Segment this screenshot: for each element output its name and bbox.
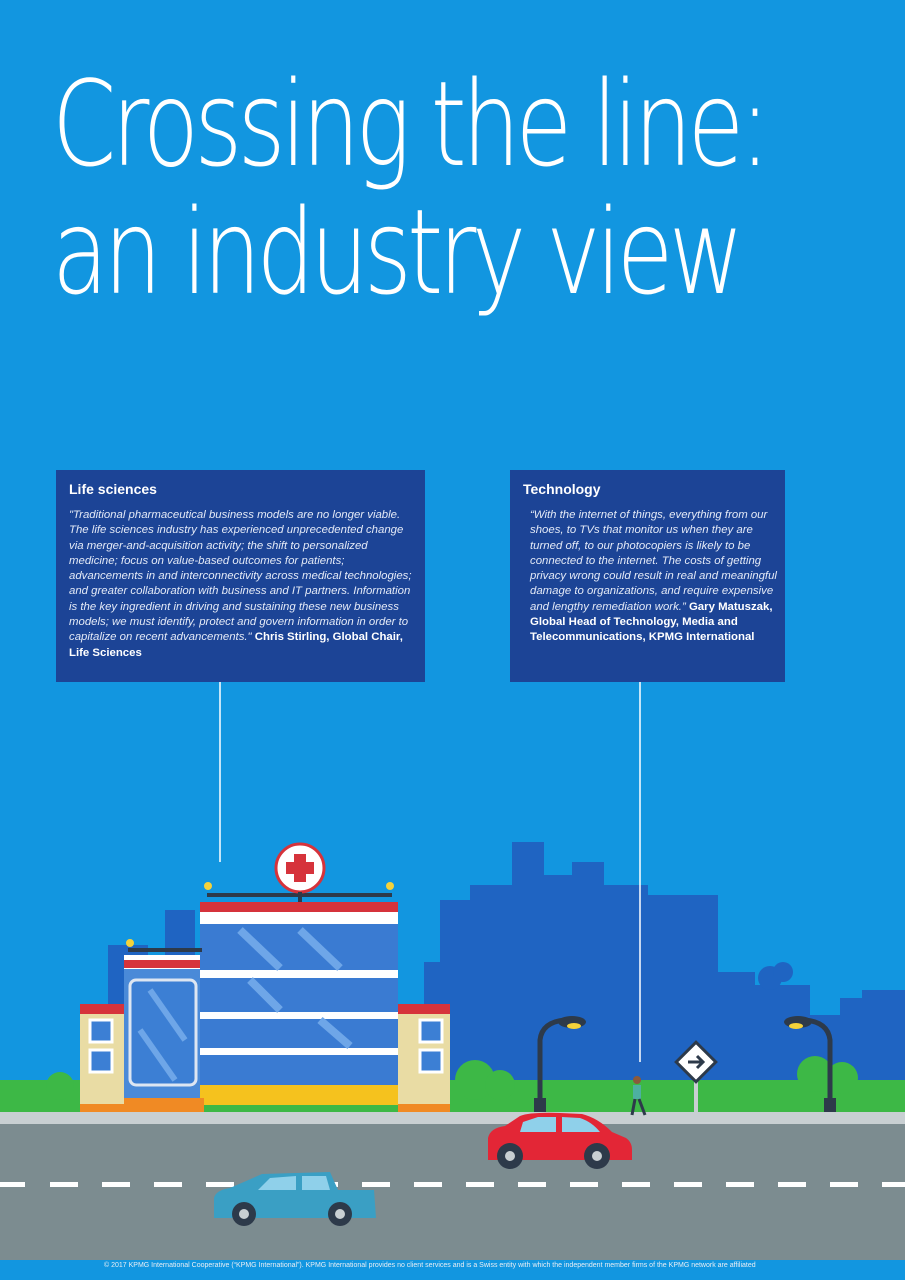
title-line-1: Crossing the line: (52, 55, 771, 193)
life-sciences-heading: Life sciences (69, 481, 157, 497)
title-line-2: an industry view (52, 183, 744, 321)
technology-attribution: Gary Matuszak, Global Head of Technology… (530, 600, 773, 644)
footer-copyright: © 2017 KPMG International Cooperative (“… (104, 1262, 756, 1269)
technology-box: Technology “With the internet of things,… (510, 470, 785, 682)
street-lamp-right (784, 1016, 836, 1112)
life-sciences-quote-text: "Traditional pharmaceutical business mod… (69, 509, 412, 644)
street-lamp-left (534, 1016, 586, 1112)
life-sciences-box: Life sciences "Traditional pharmaceutica… (56, 470, 425, 682)
technology-heading: Technology (523, 481, 601, 497)
technology-quote: “With the internet of things, everything… (530, 508, 782, 646)
life-sciences-quote: "Traditional pharmaceutical business mod… (69, 508, 414, 661)
life-sciences-attribution: Chris Stirling, Global Chair, Life Scien… (69, 631, 403, 659)
blue-pickup-truck (214, 1172, 376, 1226)
direction-sign-icon (674, 1040, 718, 1112)
city-skyline (108, 842, 905, 1090)
road (0, 1112, 905, 1260)
hospital-building (80, 842, 450, 1112)
pedestrian-figure (630, 1076, 647, 1116)
red-car (488, 1112, 632, 1169)
technology-quote-text: “With the internet of things, everything… (530, 509, 777, 613)
page-title: Crossing the line: an industry view (52, 60, 771, 316)
callout-connector-lines (219, 682, 641, 1062)
